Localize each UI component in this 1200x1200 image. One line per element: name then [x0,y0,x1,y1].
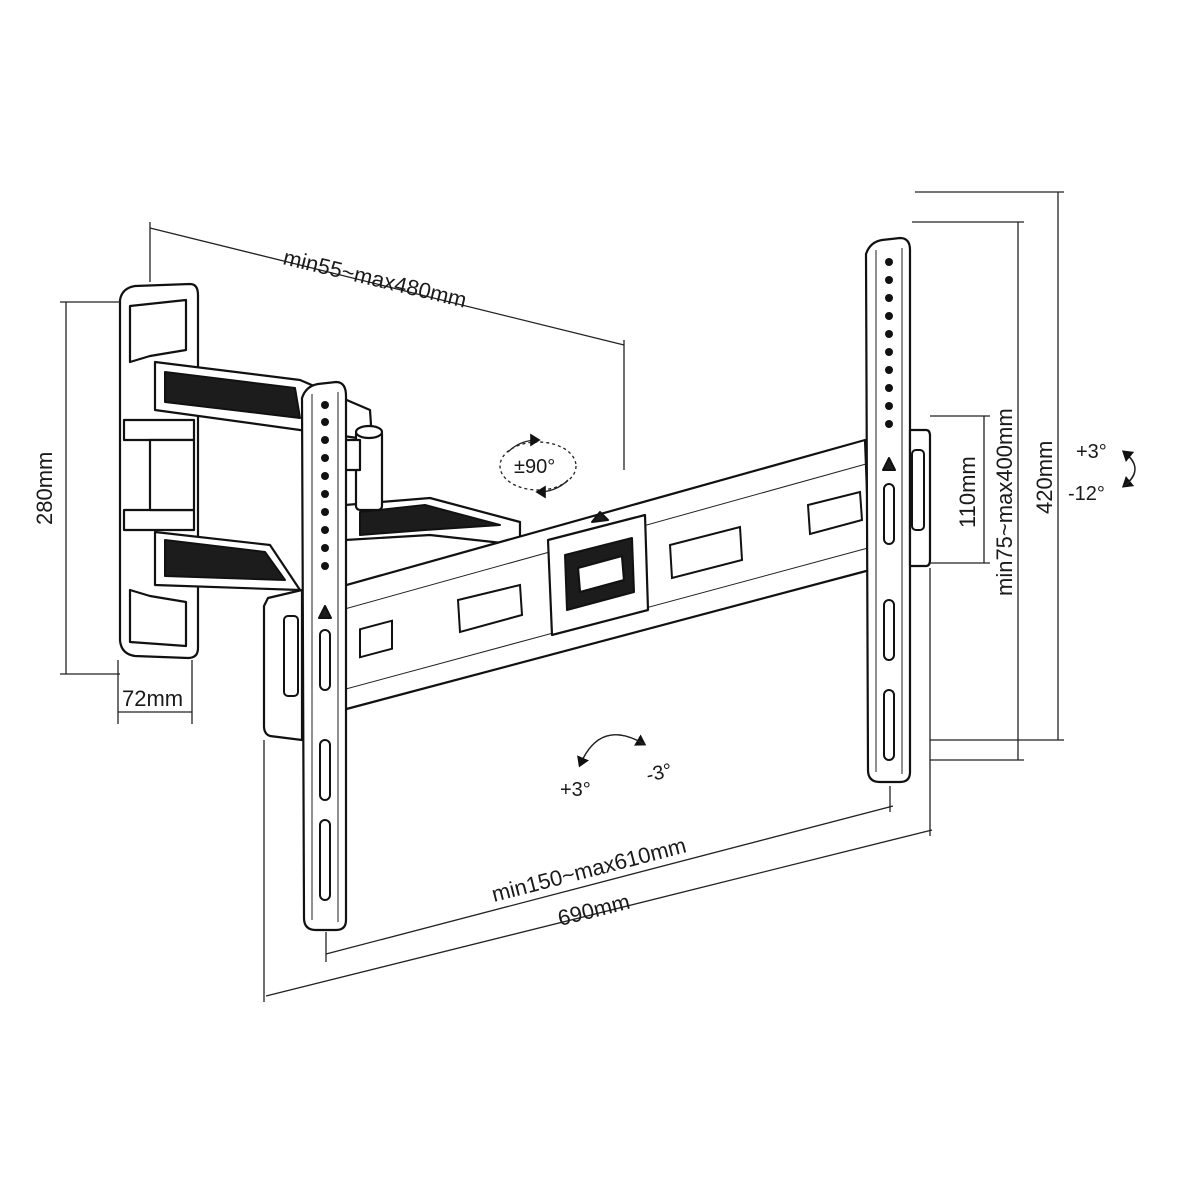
tilt-down-label: -12° [1068,483,1105,505]
bracket-height-label: 420mm [1032,441,1057,514]
wall-plate [118,282,200,660]
vesa-vertical-label: 110mm [955,456,980,528]
swivel-indicator [499,433,577,499]
left-vertical-bracket [262,380,348,932]
tilt-arrow-icon [1121,450,1136,488]
horizontal-rail [298,438,872,722]
wall-plate-depth-label: 72mm [122,686,183,711]
dimension-lines [60,191,1064,1002]
vesa-vertical-range-label: min75~max400mm [992,408,1017,596]
tilt-up-label: +3° [1076,441,1107,463]
overall-width-label: 690mm [555,889,632,931]
right-vertical-bracket [864,236,932,784]
swivel-label: ±90° [514,456,555,478]
level-arrow-icon [577,734,647,768]
wall-plate-height-label: 280mm [32,452,57,525]
arm-extension-label: min55~max480mm [281,245,469,313]
left-bracket-holes [321,401,329,570]
level-minus-label: -3° [644,760,674,787]
vesa-horizontal-range-label: min150~max610mm [489,833,689,907]
level-plus-label: +3° [560,779,591,801]
right-bracket-holes [885,258,893,428]
